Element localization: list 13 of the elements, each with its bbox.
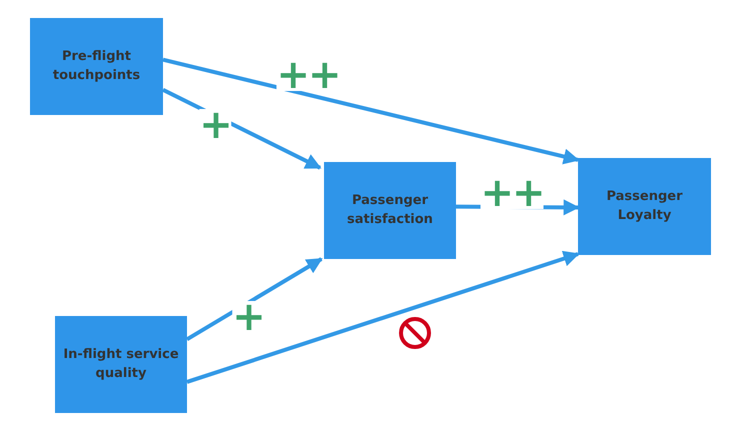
box-label: Pre-flight touchpoints [52, 48, 142, 84]
arrow [162, 58, 580, 164]
process-box [30, 18, 163, 115]
box-label: Passenger satisfaction [346, 192, 434, 228]
process-box [324, 162, 456, 259]
box-label: In-flight service quality [62, 346, 180, 382]
edge-label: + [199, 109, 231, 141]
process-box [578, 158, 711, 255]
arrow [186, 257, 323, 341]
box-label: Passenger Loyalty [605, 188, 684, 224]
arrow [186, 250, 580, 384]
edge-label: + [232, 301, 264, 333]
process-box [55, 316, 187, 413]
